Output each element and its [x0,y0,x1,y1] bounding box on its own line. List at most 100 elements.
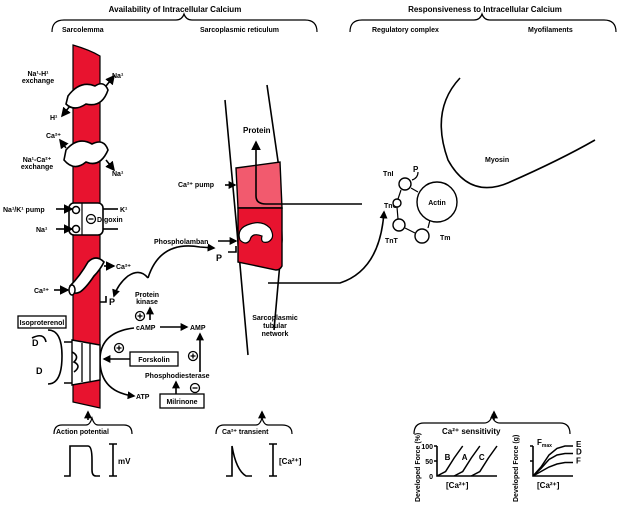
na-h-exchanger [61,74,115,118]
h-in-label: H¹ [50,115,58,122]
ca-to-tnc-arrow [268,210,388,284]
protein-kinase-label-1: Protein [135,292,159,299]
sr-network-label-3: network [262,331,289,338]
sr-ca-pump-region [235,161,283,209]
p-label-sr: P [216,253,222,263]
na-out-label-1: Na¹ [112,73,124,80]
ca-channel-out-label: Ca²⁺ [116,264,131,271]
phospholamban-shape [238,222,274,244]
ca-out-label: Ca²⁺ [46,133,61,140]
k-label: K¹ [120,207,128,214]
chart1-series-label-A: A [462,453,468,462]
chart2-series-D [532,452,573,477]
chart1-series-C [470,445,498,477]
ca-channel-in-label: Ca²⁺ [34,288,49,295]
chart1-series-label-B: B [445,453,451,462]
p-label-sl: P [109,297,115,307]
ca-pump-label: Ca²⁺ pump [178,182,214,189]
camp-label: cAMP [136,325,156,332]
sr-network-label-1: Sarcoplasmic [252,315,298,322]
sr-label: Sarcoplasmic reticulum [200,27,279,34]
sr-network-label-2: tubular [263,323,287,330]
action-potential-trace [64,445,100,477]
regulatory-complex-label: Regulatory complex [372,27,439,34]
chart2-series-label-F: F [576,457,581,466]
forskolin-label: Forskolin [138,357,170,364]
milrinone-box [159,393,205,409]
p-label-tni: P [413,165,419,174]
amp-label: AMP [190,325,206,332]
chart1-series-B [436,445,464,477]
right-title: Responsiveness to Intracellular Calcium [408,5,562,14]
right-brace [349,12,617,33]
ap-scale-bar [109,443,117,477]
chart1-ytick: 0 [429,474,433,481]
na-out-label-2: Na¹ [112,171,124,178]
sr-phospholamban-region [237,207,283,271]
chart2-series-label-E: E [576,440,582,449]
na-k-pump-label: Na¹/K¹ pump [3,207,45,214]
chart2-series-F [532,461,573,477]
tnc-label: TnC [384,203,398,210]
ap-unit-label: mV [118,457,131,466]
fmax-label: Fmax [537,438,552,449]
tnc-circle [392,198,402,208]
tni-circle [398,177,412,191]
actin-circle [416,181,458,223]
g-protein-arc [47,329,63,385]
chart1-ytick: 50 [425,459,433,466]
ligand-d-2: D [36,366,43,376]
force-chart: EDF [530,440,582,477]
left-brace [51,12,318,33]
myosin-label: Myosin [485,157,509,164]
na-label-3: Na¹ [36,227,48,234]
ca-release-line [255,195,362,205]
chart2-series-label-D: D [576,448,582,457]
myosin-curve [440,77,596,189]
ligand-d-1: D [32,338,39,348]
na-ca-label-2: exchange [21,164,53,171]
chart1-ylabel: Developed Force (%) [415,433,422,502]
na-ca-exchanger [59,138,115,172]
na-h-label-1: Na¹-H¹ [28,71,50,78]
tni-label: TnI [383,171,394,178]
ca-unit-label: [Ca²⁺] [279,457,302,466]
chart2-xlabel: [Ca²⁺] [537,481,560,490]
protein-kinase-label-2: kinase [136,299,158,306]
chart1-xlabel: [Ca²⁺] [446,481,469,490]
chart1-series-label-C: C [479,453,485,462]
ca-sensitivity-label: Ca²⁺ sensitivity [442,427,501,436]
sarcolemma-label: Sarcolemma [62,27,104,34]
ca-scale-bar [269,443,277,477]
na-ca-label-1: Na¹-Ca²⁺ [23,157,52,164]
tm-circle [414,228,430,244]
phospholamban-label: Phospholamban [154,239,208,246]
chart2-series-E [532,445,573,477]
sr-wall-left [224,99,249,356]
chart1-series-A [453,445,481,477]
atp-label: ATP [136,394,150,401]
ca-transient-label: Ca²⁺ transient [222,429,269,436]
digoxin-label: Digoxin [97,217,123,224]
chart2-ylabel: Developed Force (g) [513,435,520,502]
milrinone-label: Milrinone [166,399,197,406]
ca-channel [54,257,116,296]
isoproterenol-box [17,315,67,329]
protein-label: Protein [243,126,271,135]
chart1-ytick: 100 [421,444,433,451]
tm-label: Tm [440,235,451,242]
actin-label: Actin [428,200,446,207]
tnt-circle [392,218,406,232]
na-k-pump [56,202,118,236]
beta-receptor [64,339,101,386]
action-potential-label: Action potential [56,429,109,436]
myofilaments-label: Myofilaments [528,27,573,34]
phosphodiesterase-label: Phosphodiesterase [145,373,210,380]
na-h-label-2: exchange [22,78,54,85]
tnt-label: TnT [385,238,399,245]
isoproterenol-label: Isoproterenol [20,320,65,327]
left-title: Availability of Intracellular Calcium [109,5,242,14]
ca-transient-trace [226,445,252,477]
